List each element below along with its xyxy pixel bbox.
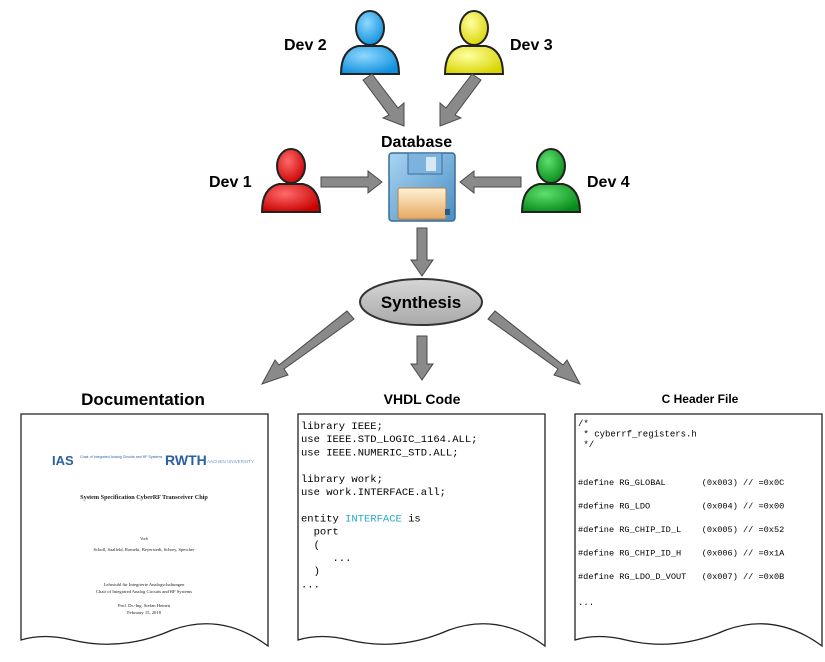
- synthesis-label: Synthesis: [381, 293, 461, 312]
- vhdl-heading: VHDL Code: [384, 391, 461, 407]
- arrow-dev1-to-database: [320, 169, 383, 195]
- cheader-code-lines: /* * cyberrf_registers.h */ #define RG_GL…: [578, 419, 785, 608]
- vhdl-code-page: library IEEE;use IEEE.STD_LOGIC_1164.ALL…: [297, 413, 546, 648]
- dev3-person-icon: [443, 10, 505, 75]
- doc-professor: Prof. Dr.-Ing. Stefan Heinen: [118, 603, 171, 608]
- cheader-comment-line: * cyberrf_registers.h: [578, 430, 697, 440]
- documentation-heading: Documentation: [81, 390, 205, 409]
- cheader-heading: C Header File: [662, 392, 739, 406]
- vhdl-line: ...: [301, 553, 351, 565]
- doc-institute-en: Chair of Integrated Analog Circuits and …: [96, 589, 192, 594]
- arrow-synthesis-to-documentation: [260, 310, 355, 385]
- rwth-logo-text: RWTH: [165, 452, 207, 468]
- arrow-synthesis-to-cheader: [487, 310, 582, 385]
- dev2-person-icon: [339, 10, 401, 75]
- ias-logo-subtext: Chair of Integrated Analog Circuits and …: [80, 455, 162, 459]
- cheader-define-line: #define RG_CHIP_ID_H (0x006) // =0x1A: [578, 549, 785, 559]
- ias-logo: IAS Chair of Integrated Analog Circuits …: [52, 453, 162, 468]
- dev4-person-icon: [520, 148, 582, 213]
- rwth-logo: RWTH AACHEN UNIVERSITY: [165, 452, 254, 468]
- cheader-define-line: #define RG_LDO (0x004) // =0x00: [578, 502, 784, 512]
- vhdl-line: use IEEE.NUMERIC_STD.ALL;: [301, 447, 459, 459]
- dev1-label: Dev 1: [209, 174, 252, 191]
- doc-authors: Scholl, Saalfeld, Romeki, Beyerstedt, Sc…: [94, 547, 195, 553]
- dev3-label: Dev 3: [510, 37, 553, 54]
- documentation-page: IAS Chair of Integrated Analog Circuits …: [20, 413, 269, 648]
- doc-by-label: Vorb: [140, 536, 148, 541]
- doc-date: February 15, 2018: [127, 610, 162, 616]
- arrow-synthesis-to-vhdl: [410, 335, 434, 381]
- cheader-comment-line: */: [578, 440, 594, 450]
- database-label: Database: [381, 134, 452, 151]
- arrow-dev2-to-database: [362, 73, 405, 127]
- vhdl-line: port: [301, 527, 339, 539]
- vhdl-line: ): [301, 566, 320, 578]
- vhdl-line: entity INTERFACE is: [301, 513, 421, 525]
- cheader-define-line: #define RG_LDO_D_VOUT (0x007) // =0x0B: [578, 572, 784, 582]
- dev2-label: Dev 2: [284, 37, 327, 54]
- vhdl-line: library work;: [301, 474, 383, 486]
- arrow-database-to-synthesis: [410, 227, 434, 277]
- synthesis-node: Synthesis: [359, 278, 483, 326]
- vhdl-code-lines: library IEEE;use IEEE.STD_LOGIC_1164.ALL…: [301, 421, 477, 591]
- vhdl-entity-tail: is: [402, 513, 421, 525]
- doc-institute-de: Lehrstuhl für Integrierte Analogschaltun…: [104, 582, 185, 587]
- vhdl-line: use work.INTERFACE.all;: [301, 487, 446, 499]
- arrow-dev3-to-database: [439, 73, 482, 127]
- ias-logo-text: IAS: [52, 453, 74, 468]
- cheader-define-line: #define RG_CHIP_ID_L (0x005) // =0x52: [578, 525, 784, 535]
- cheader-comment-line: /*: [578, 419, 589, 429]
- cheader-ellipsis: ...: [578, 598, 594, 608]
- arrow-dev4-to-database: [459, 169, 522, 195]
- dev1-person-icon: [260, 148, 322, 213]
- cheader-define-line: #define RG_GLOBAL (0x003) // =0x0C: [578, 478, 784, 488]
- vhdl-line: (: [301, 540, 320, 552]
- vhdl-line: ...: [301, 579, 320, 591]
- vhdl-line: use IEEE.STD_LOGIC_1164.ALL;: [301, 434, 477, 446]
- floppy-disk-icon: [388, 152, 456, 222]
- rwth-logo-subtext: AACHEN UNIVERSITY: [207, 459, 254, 464]
- doc-title: System Specification CyberRF Transceiver…: [80, 494, 208, 501]
- vhdl-entity-name: INTERFACE: [345, 513, 402, 525]
- dev4-label: Dev 4: [587, 174, 630, 191]
- vhdl-line: library IEEE;: [301, 421, 383, 433]
- cheader-page: /* * cyberrf_registers.h */ #define RG_GL…: [574, 413, 823, 648]
